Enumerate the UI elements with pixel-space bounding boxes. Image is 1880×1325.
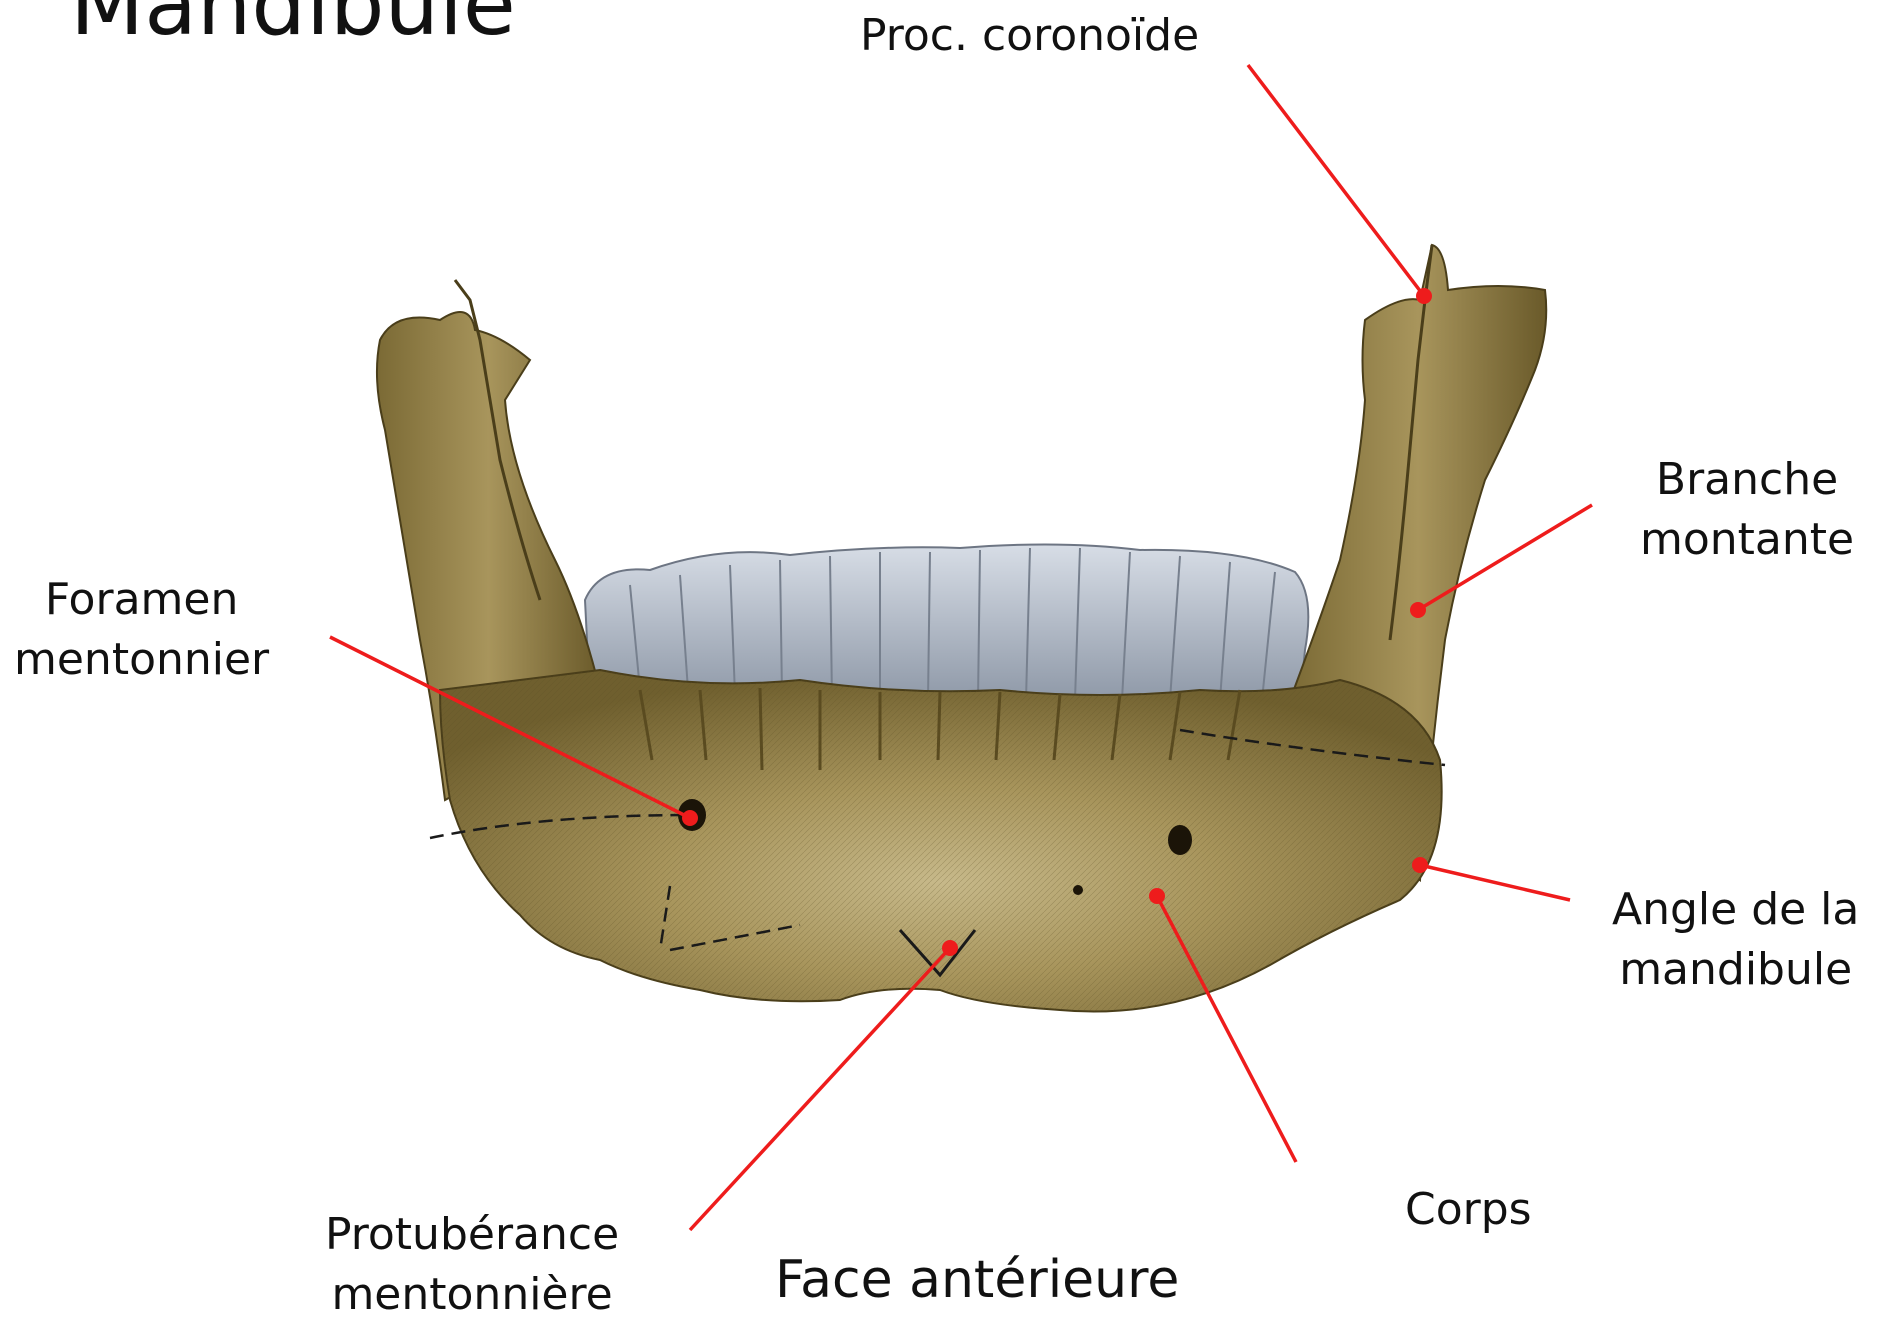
leader-proc-coronoide bbox=[1248, 65, 1424, 296]
label-branche-montante: Branche montante bbox=[1640, 450, 1854, 570]
label-proc-coronoide: Proc. coronoïde bbox=[860, 6, 1199, 66]
label-protuberance-mentonniere: Protubérance mentonnière bbox=[325, 1205, 619, 1325]
label-angle-mandibule: Angle de la mandibule bbox=[1612, 880, 1859, 1000]
teeth bbox=[585, 544, 1308, 700]
label-corps: Corps bbox=[1405, 1180, 1532, 1240]
leader-angle-mandibule bbox=[1420, 865, 1570, 900]
view-caption: Face antérieure bbox=[775, 1250, 1179, 1310]
label-foramen-mentonnier: Foramen mentonnier bbox=[14, 570, 269, 690]
